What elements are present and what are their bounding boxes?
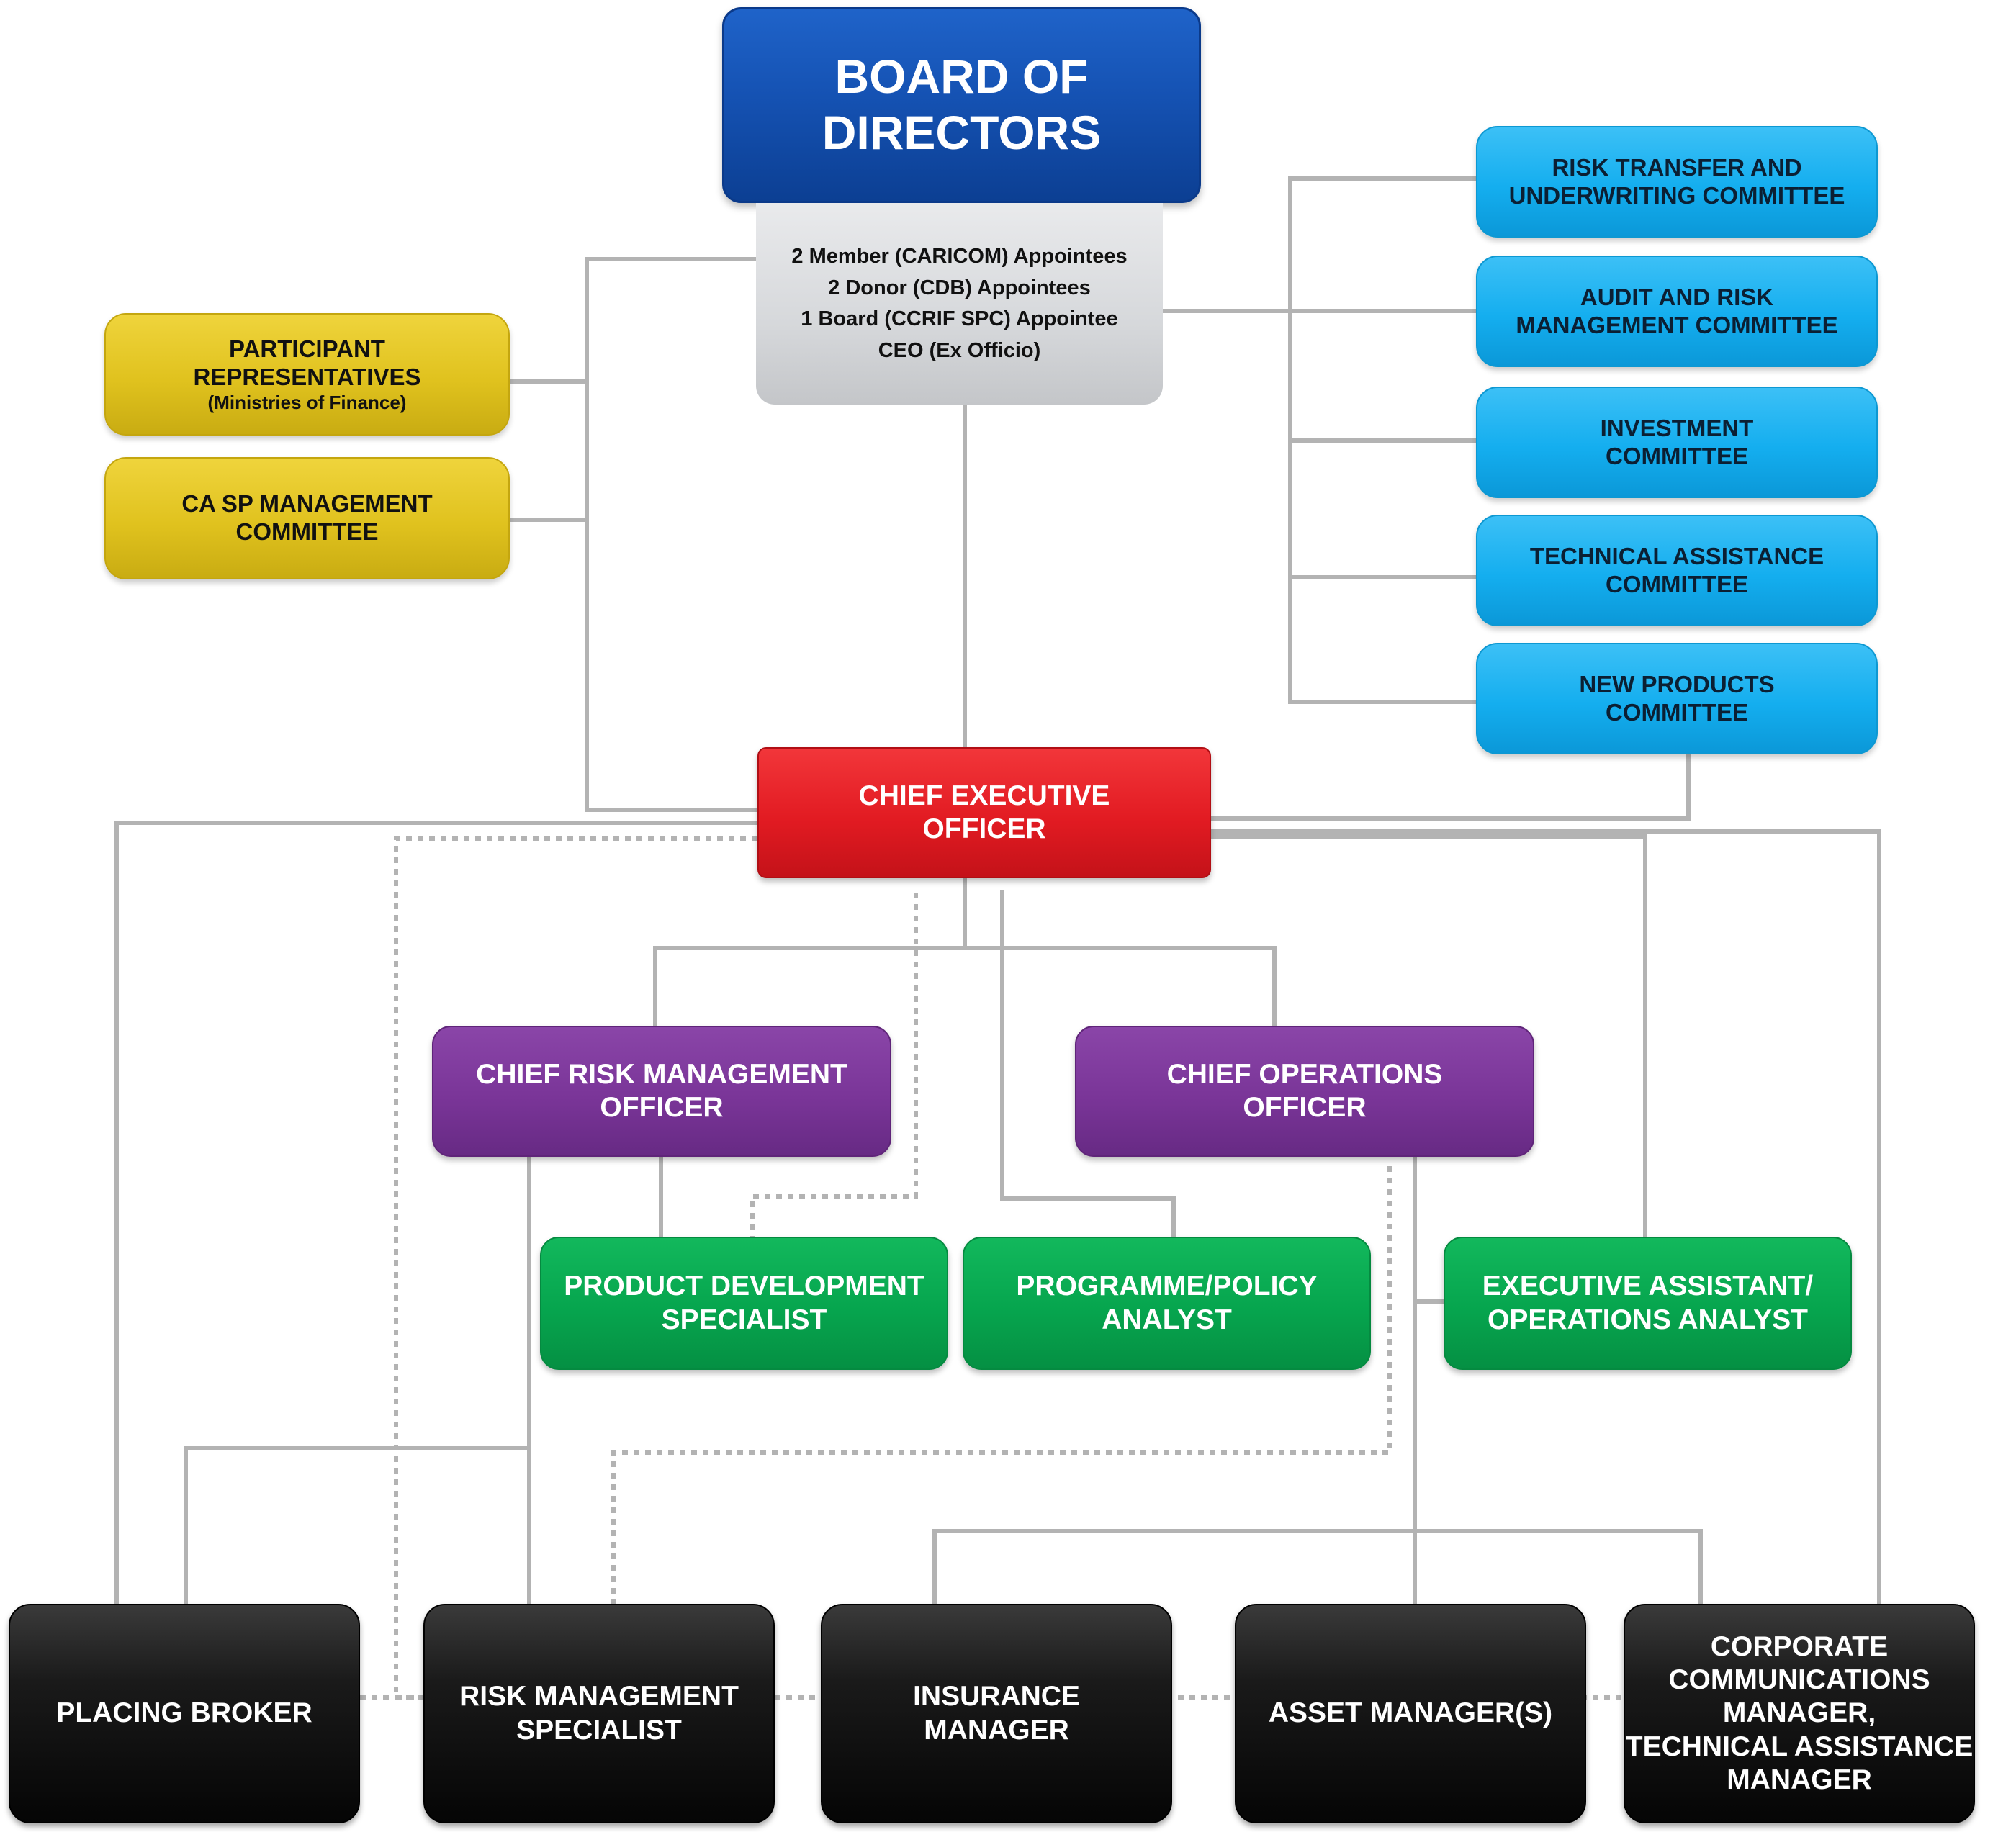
board-member-ceo: CEO (Ex Officio) bbox=[878, 338, 1041, 362]
technical-assistance-committee: TECHNICAL ASSISTANCE COMMITTEE bbox=[1476, 515, 1878, 626]
pds-line2: SPECIALIST bbox=[661, 1304, 827, 1335]
board-title-line1: BOARD OF bbox=[834, 50, 1089, 104]
corporate-communications-technical-assistance-manager: CORPORATE COMMUNICATIONS MANAGER, TECHNI… bbox=[1624, 1604, 1975, 1823]
crmo-line1: CHIEF RISK MANAGEMENT bbox=[476, 1058, 847, 1090]
inv-line1: INVESTMENT bbox=[1600, 414, 1754, 441]
rtu-line1: RISK TRANSFER AND bbox=[1552, 153, 1802, 181]
participant-line1: PARTICIPANT bbox=[229, 335, 385, 362]
participant-line2: REPRESENTATIVES bbox=[193, 363, 421, 390]
arm-line2: MANAGEMENT COMMITTEE bbox=[1516, 311, 1838, 338]
corporate-line5: MANAGER bbox=[1727, 1764, 1872, 1795]
connector-left-bus bbox=[585, 257, 760, 812]
crmo-line2: OFFICER bbox=[600, 1092, 724, 1123]
risk-transfer-underwriting-committee: RISK TRANSFER AND UNDERWRITING COMMITTEE bbox=[1476, 126, 1878, 238]
insurance-line2: MANAGER bbox=[924, 1714, 1069, 1746]
ppa-line1: PROGRAMME/POLICY bbox=[1016, 1271, 1318, 1302]
tac-line1: TECHNICAL ASSISTANCE bbox=[1529, 542, 1824, 569]
npc-line2: COMMITTEE bbox=[1606, 698, 1748, 726]
insurance-line1: INSURANCE bbox=[913, 1681, 1080, 1713]
connector-coo-spread bbox=[932, 1529, 1703, 1606]
rms-line1: RISK MANAGEMENT bbox=[459, 1681, 739, 1713]
new-products-committee: NEW PRODUCTS COMMITTEE bbox=[1476, 643, 1878, 754]
chief-executive-officer: CHIEF EXECUTIVE OFFICER bbox=[757, 747, 1211, 878]
ceo-line2: OFFICER bbox=[922, 813, 1046, 844]
connector-ceo-ppa bbox=[1000, 890, 1176, 1239]
rms-line2: SPECIALIST bbox=[516, 1714, 682, 1746]
arm-line1: AUDIT AND RISK bbox=[1580, 283, 1774, 310]
executive-assistant-operations-analyst: EXECUTIVE ASSISTANT/ OPERATIONS ANALYST bbox=[1444, 1237, 1852, 1370]
connector-ceo-corporate bbox=[1209, 829, 1881, 1606]
connector-ceo-eaoa bbox=[1209, 834, 1647, 1240]
investment-committee: INVESTMENT COMMITTEE bbox=[1476, 387, 1878, 498]
chief-operations-officer: CHIEF OPERATIONS OFFICER bbox=[1075, 1026, 1534, 1157]
audit-risk-management-committee: AUDIT AND RISK MANAGEMENT COMMITTEE bbox=[1476, 256, 1878, 367]
coo-line1: CHIEF OPERATIONS bbox=[1166, 1058, 1443, 1090]
dotted-ceo-pds bbox=[750, 893, 918, 1237]
placing-broker: PLACING BROKER bbox=[9, 1604, 360, 1823]
eaoa-line1: EXECUTIVE ASSISTANT/ bbox=[1482, 1271, 1814, 1302]
product-development-specialist: PRODUCT DEVELOPMENT SPECIALIST bbox=[540, 1237, 948, 1370]
dotted-coo-rms bbox=[611, 1166, 1392, 1604]
rtu-line2: UNDERWRITING COMMITTEE bbox=[1508, 181, 1845, 209]
connector-npc-ceo bbox=[1209, 752, 1691, 821]
board-member-ccrif: 1 Board (CCRIF SPC) Appointee bbox=[801, 307, 1118, 330]
corporate-line1: CORPORATE bbox=[1710, 1631, 1889, 1663]
casp-management-committee: CA SP MANAGEMENT COMMITTEE bbox=[104, 457, 510, 579]
ceo-line1: CHIEF EXECUTIVE bbox=[858, 780, 1110, 811]
risk-management-specialist: RISK MANAGEMENT SPECIALIST bbox=[423, 1604, 775, 1823]
board-members-panel: 2 Member (CARICOM) Appointees 2 Donor (C… bbox=[756, 203, 1163, 405]
connector-officers-bus bbox=[653, 946, 1277, 1028]
npc-line1: NEW PRODUCTS bbox=[1579, 670, 1775, 698]
asset-line1: ASSET MANAGER(S) bbox=[1268, 1697, 1553, 1729]
pds-line1: PRODUCT DEVELOPMENT bbox=[564, 1271, 924, 1302]
board-of-directors: BOARD OF DIRECTORS bbox=[722, 7, 1201, 203]
board-member-caricom: 2 Member (CARICOM) Appointees bbox=[791, 245, 1128, 268]
coo-line2: OFFICER bbox=[1243, 1092, 1367, 1123]
participant-representatives: PARTICIPANT REPRESENTATIVES (Ministries … bbox=[104, 313, 510, 436]
corporate-line2: COMMUNICATIONS bbox=[1668, 1664, 1930, 1696]
participant-note: (Ministries of Finance) bbox=[207, 391, 407, 413]
connector-crmo-placing bbox=[184, 1446, 531, 1606]
tac-line2: COMMITTEE bbox=[1606, 570, 1748, 597]
eaoa-line2: OPERATIONS ANALYST bbox=[1488, 1304, 1808, 1335]
ppa-line2: ANALYST bbox=[1102, 1304, 1232, 1335]
board-member-cdb: 2 Donor (CDB) Appointees bbox=[828, 276, 1091, 299]
corporate-line3: MANAGER, bbox=[1722, 1697, 1876, 1729]
casp-line2: COMMITTEE bbox=[235, 518, 379, 545]
corporate-line4: TECHNICAL ASSISTANCE bbox=[1625, 1731, 1974, 1762]
programme-policy-analyst: PROGRAMME/POLICY ANALYST bbox=[963, 1237, 1371, 1370]
chief-risk-management-officer: CHIEF RISK MANAGEMENT OFFICER bbox=[432, 1026, 891, 1157]
connector-ceo-placing bbox=[114, 821, 760, 1606]
asset-managers: ASSET MANAGER(S) bbox=[1235, 1604, 1586, 1823]
insurance-manager: INSURANCE MANAGER bbox=[821, 1604, 1172, 1823]
inv-line2: COMMITTEE bbox=[1606, 442, 1748, 469]
board-title-line2: DIRECTORS bbox=[822, 106, 1102, 159]
casp-line1: CA SP MANAGEMENT bbox=[181, 490, 433, 518]
placing-line1: PLACING BROKER bbox=[56, 1697, 312, 1729]
